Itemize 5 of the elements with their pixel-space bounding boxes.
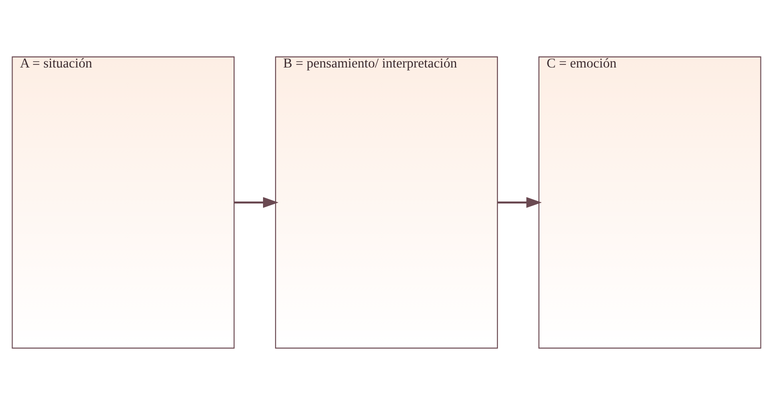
- node-box: C = emoción: [538, 56, 762, 348]
- node-box: B = pensamiento/ interpretación: [275, 56, 498, 348]
- node-box: A = situación: [12, 56, 235, 348]
- arrow: [234, 196, 278, 208]
- arrow: [498, 196, 542, 208]
